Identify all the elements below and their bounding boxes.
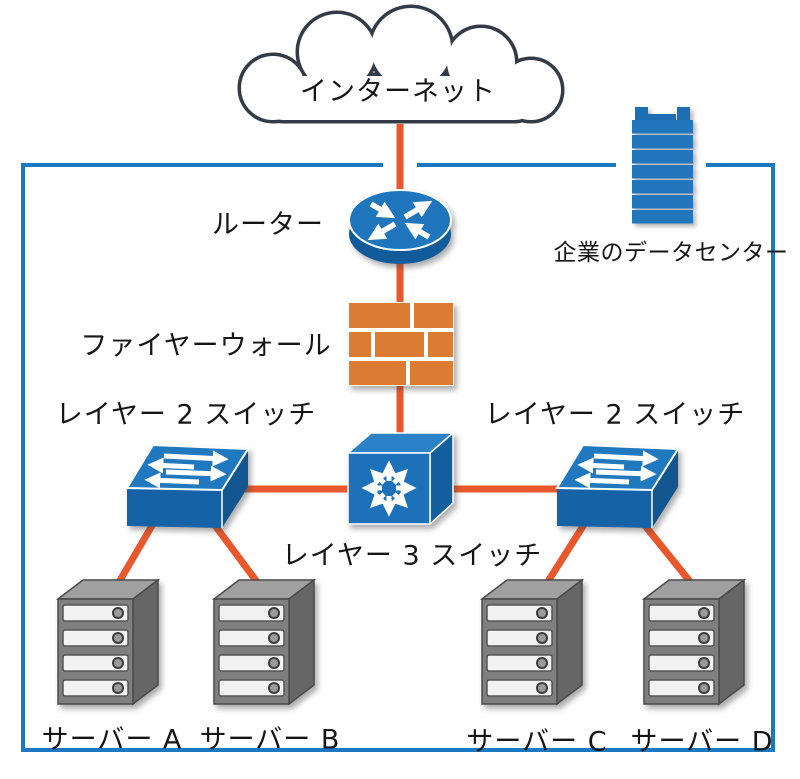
layer2-switch-left-icon [125,443,250,528]
datacenter-building-icon [632,107,693,224]
internet-cloud-icon [237,4,565,124]
server-a-label: サーバー A [41,724,183,756]
router-label: ルーター [212,209,324,241]
datacenter-label: 企業のデータセンター [553,240,789,266]
server-d-label: サーバー D [630,726,774,758]
layer2-switch-left-label: レイヤー 2 スイッチ [55,399,317,431]
server-c-label: サーバー C [466,726,608,758]
server-icons [55,578,747,706]
layer2-switch-right-icon [555,443,680,528]
internet-label: インターネット [300,76,496,108]
layer3-switch-label: レイヤー 3 スイッチ [281,540,543,572]
server-d-icon [641,578,747,706]
firewall-label: ファイヤーウォール [80,330,332,362]
router-icon [348,189,452,264]
server-b-label: サーバー B [199,724,341,756]
firewall-icon [348,302,454,386]
layer3-switch-icon [345,431,456,526]
server-b-icon [211,578,317,706]
layer2-switch-right-label: レイヤー 2 スイッチ [484,399,746,431]
server-a-icon [55,578,161,706]
server-c-icon [479,578,585,706]
